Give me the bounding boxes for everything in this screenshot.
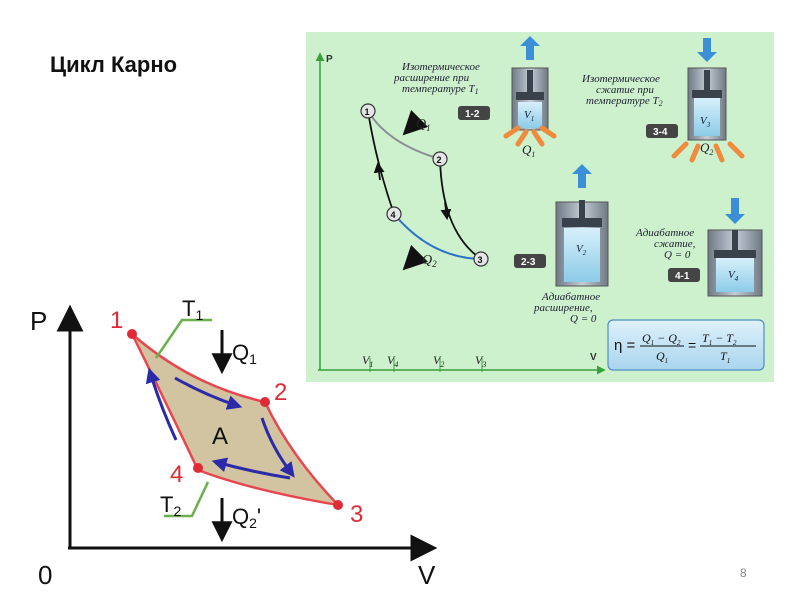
svg-text:V4: V4 <box>728 269 739 283</box>
q1-heat-arrow <box>402 109 429 136</box>
work-label: A <box>212 423 228 450</box>
badge-41 <box>668 268 700 282</box>
svg-text:Q1 − Q2: Q1 − Q2 <box>642 331 681 347</box>
process-12-label: Изотермическое расширение при температур… <box>393 61 483 96</box>
panel-point-3: 3 <box>473 251 489 267</box>
svg-text:T1 − T2: T1 − T2 <box>702 331 737 347</box>
carnot-cycle-panel: P V V1 V4 V2 V3 1 2 3 4 Q1 Q2 Изотермиче… <box>306 32 774 382</box>
efficiency-formula: η = Q1 − Q2 Q1 = T1 − T2 T1 <box>607 319 765 371</box>
point-3-label: 3 <box>350 501 363 528</box>
panel-point-1: 1 <box>360 103 376 119</box>
point-2 <box>260 397 270 407</box>
svg-text:V3: V3 <box>700 115 711 129</box>
origin-label: 0 <box>38 560 52 590</box>
t1-leader <box>154 318 212 359</box>
badge-41-text: 4-1 <box>675 271 690 282</box>
svg-text:V2: V2 <box>576 243 587 257</box>
p-axis-label: P <box>30 306 47 336</box>
process-41-label: Адиабатное сжатие, Q = 0 <box>635 227 698 261</box>
tick-v3: V3 <box>475 353 486 369</box>
svg-text:3: 3 <box>478 255 483 265</box>
svg-text:4: 4 <box>391 210 396 220</box>
point-3 <box>333 500 343 510</box>
cylinder-41: V4 <box>707 198 763 297</box>
curve-2-3 <box>439 158 482 260</box>
panel-point-2: 2 <box>432 151 448 167</box>
badge-23 <box>514 254 546 268</box>
point-1 <box>127 329 137 339</box>
svg-text:V1: V1 <box>524 109 534 123</box>
point-2-label: 2 <box>274 379 287 406</box>
slide-title: Цикл Карно <box>50 52 178 77</box>
dir-arrow-2-3 <box>440 201 452 221</box>
v-axis-label: V <box>418 560 436 590</box>
badge-34-text: 3-4 <box>653 127 668 138</box>
q1-label: Q1 <box>232 340 257 367</box>
arrow-4-1 <box>145 367 178 441</box>
svg-text:η =: η = <box>614 337 636 354</box>
svg-text:2: 2 <box>437 155 442 165</box>
arrow-3-4 <box>211 457 291 480</box>
curve-3-4 <box>393 213 482 260</box>
cylinder-23: V2 <box>555 164 609 287</box>
point-4 <box>193 463 203 473</box>
point-4-label: 4 <box>170 461 183 488</box>
badge-12-text: 1-2 <box>465 109 480 120</box>
page-number: 8 <box>740 566 747 580</box>
q2-label: Q2' <box>232 504 261 531</box>
arrow-1-2 <box>174 376 243 410</box>
process-23-label: Адиабатное расширение, Q = 0 <box>533 291 603 325</box>
svg-text:T1: T1 <box>720 349 730 365</box>
cylinder-12: V1 <box>503 36 557 147</box>
curve-1-2 <box>367 110 441 160</box>
svg-text:1: 1 <box>365 107 370 117</box>
panel-point-4: 4 <box>386 206 402 222</box>
tick-v2: V2 <box>433 353 444 369</box>
tick-v4: V4 <box>387 353 398 369</box>
badge-12 <box>458 106 490 120</box>
panel-v-label: V <box>590 352 597 363</box>
svg-text:=: = <box>688 337 696 353</box>
dir-arrow-4-1 <box>373 161 385 181</box>
tick-v1: V1 <box>362 353 373 369</box>
point-1-label: 1 <box>110 307 123 334</box>
badge-34 <box>646 124 678 138</box>
t2-label: T2 <box>160 492 181 519</box>
t1-label: T1 <box>182 296 203 323</box>
q2-heat-arrow <box>402 244 429 271</box>
process-34-label: Изотермическое сжатие при температуре T2 <box>581 73 663 108</box>
badge-23-text: 2-3 <box>521 257 536 268</box>
panel-p-label: P <box>326 54 333 65</box>
t2-leader <box>164 481 210 518</box>
arrow-2-3 <box>260 417 295 478</box>
cylinder-34: V3 <box>671 38 745 163</box>
